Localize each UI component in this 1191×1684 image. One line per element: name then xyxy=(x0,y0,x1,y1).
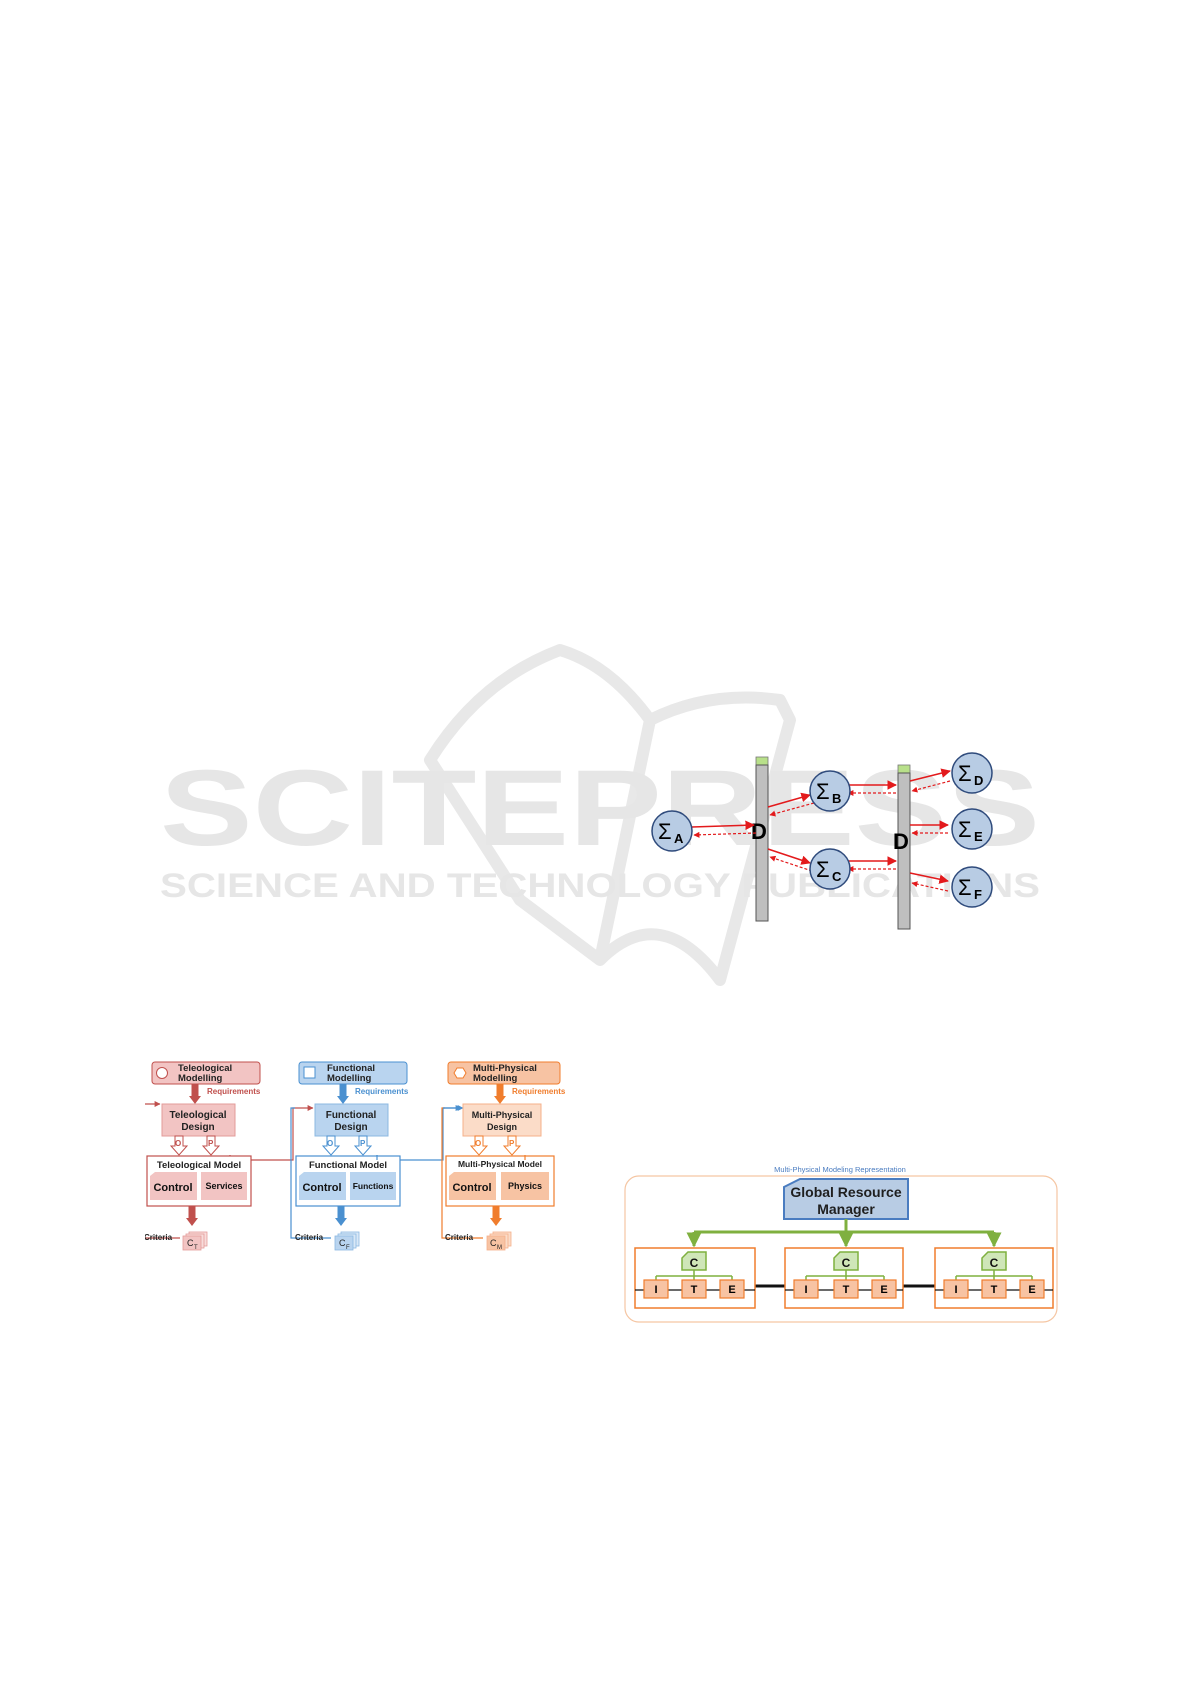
sigma-node-a-sub: A xyxy=(674,831,684,846)
hexagon-icon xyxy=(453,1067,467,1079)
sigma-node-f-sub: F xyxy=(974,887,982,902)
requirements-label-3: Requirements xyxy=(512,1087,566,1096)
bar-label-2: D xyxy=(893,829,909,854)
requirements-label-2: Requirements xyxy=(355,1087,409,1096)
criteria-stack-icon-1 xyxy=(182,1231,208,1251)
unit-1-item-t: T xyxy=(691,1284,698,1296)
criteria-stack-icon-2 xyxy=(334,1231,360,1251)
unit-1-item-i: I xyxy=(654,1284,657,1296)
bar-1: D xyxy=(751,756,769,922)
sigma-node-f: Σ F xyxy=(951,866,993,908)
resource-manager-figure: Multi-Physical Modeling Representation G… xyxy=(624,1165,1058,1323)
sigma-node-b-sub: B xyxy=(832,791,841,806)
criteria-c-3: C xyxy=(490,1238,497,1248)
sigma-node-c-sub: C xyxy=(832,869,842,884)
manager-line-1: Global Resource xyxy=(790,1184,901,1200)
global-resource-manager: Global Resource Manager xyxy=(783,1178,909,1220)
unit-2: C I T E xyxy=(784,1247,904,1309)
unit-3-item-i: I xyxy=(954,1284,957,1296)
sigma-node-d-sub: D xyxy=(974,773,983,788)
unit-2-item-t: T xyxy=(843,1284,850,1296)
unit-1-item-e: E xyxy=(728,1284,735,1296)
unit-2-item-e: E xyxy=(880,1284,887,1296)
model-multi-physical: Multi-Physical Model xyxy=(458,1159,542,1169)
sigma-network-figure: D D Σ A Σ B Σ C xyxy=(651,752,993,930)
unit-1: C I T E xyxy=(634,1247,756,1309)
criteria-sub-3: M xyxy=(497,1245,502,1251)
unit-2-item-i: I xyxy=(804,1284,807,1296)
sigma-node-b: Σ B xyxy=(809,770,851,812)
o-label-1: O xyxy=(175,1139,181,1148)
circle-icon xyxy=(156,1067,168,1079)
criteria-c-2: C xyxy=(339,1238,346,1248)
sigma-node-c-symbol: Σ xyxy=(816,857,830,882)
functions-box: Functions xyxy=(353,1181,394,1191)
sigma-node-c: Σ C xyxy=(809,848,851,890)
criteria-stack-icon-3 xyxy=(486,1231,512,1251)
watermark-subtitle: SCIENCE AND TECHNOLOGY PUBLICATIONS xyxy=(160,867,1040,905)
p-label-3: P xyxy=(509,1139,515,1148)
unit-3-item-e: E xyxy=(1028,1284,1035,1296)
watermark-name: SCITEPRESS xyxy=(160,747,1040,868)
unit-3: C I T E xyxy=(934,1247,1054,1309)
book-logo-icon xyxy=(424,644,796,986)
sigma-node-b-symbol: Σ xyxy=(816,779,830,804)
sigma-node-e-sub: E xyxy=(974,829,983,844)
unit-3-item-t: T xyxy=(991,1284,998,1296)
sigma-node-a-symbol: Σ xyxy=(658,819,672,844)
criteria-c-1: C xyxy=(187,1238,194,1248)
sigma-node-d-symbol: Σ xyxy=(958,761,972,786)
criteria-label-2: Criteria xyxy=(295,1233,324,1242)
criteria-label-1: Criteria xyxy=(145,1233,173,1242)
o-label-3: O xyxy=(475,1139,481,1148)
sigma-node-d: Σ D xyxy=(951,752,993,794)
control-box-3: Control xyxy=(452,1182,491,1194)
control-box-1: Control xyxy=(153,1182,192,1194)
bar-2: D xyxy=(893,764,911,930)
sigma-node-e: Σ E xyxy=(951,808,993,850)
manager-links xyxy=(686,1219,1002,1248)
model-functional: Functional Model xyxy=(309,1160,387,1171)
control-box-2: Control xyxy=(302,1182,341,1194)
criteria-label-3: Criteria xyxy=(445,1233,474,1242)
representation-title: Multi-Physical Modeling Representation xyxy=(774,1165,906,1174)
square-icon xyxy=(303,1066,316,1079)
sigma-node-f-symbol: Σ xyxy=(958,875,972,900)
sigma-arrows xyxy=(691,768,951,892)
bar-label-1: D xyxy=(751,819,767,844)
unit-1-c: C xyxy=(690,1256,699,1270)
model-teleological: Teleological Model xyxy=(157,1160,241,1171)
unit-3-c: C xyxy=(990,1256,999,1270)
sigma-node-e-symbol: Σ xyxy=(958,817,972,842)
o-label-2: O xyxy=(327,1139,333,1148)
physics-box: Physics xyxy=(508,1181,542,1191)
p-label-2: P xyxy=(360,1139,366,1148)
requirements-label-1: Requirements xyxy=(207,1087,261,1096)
unit-2-c: C xyxy=(842,1256,851,1270)
manager-line-2: Manager xyxy=(817,1201,875,1217)
p-label-1: P xyxy=(208,1139,214,1148)
services-box: Services xyxy=(205,1181,242,1191)
criteria-sub-2: F xyxy=(346,1245,350,1251)
sigma-node-a: Σ A xyxy=(651,810,693,852)
criteria-sub-1: T xyxy=(194,1245,198,1251)
